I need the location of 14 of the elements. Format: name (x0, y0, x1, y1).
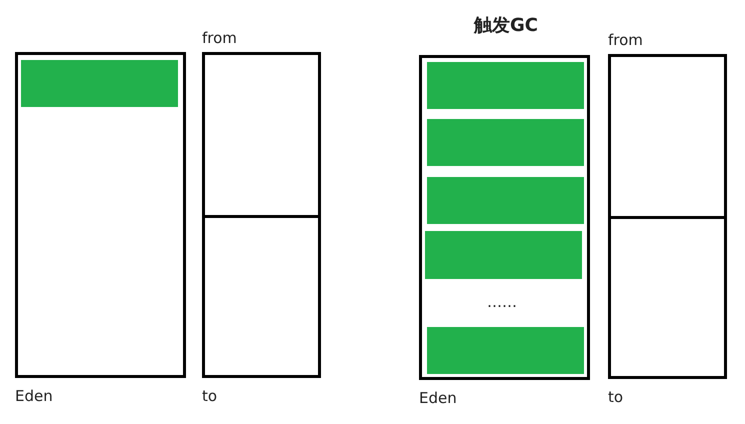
object-bar (425, 231, 582, 279)
region-label: from (608, 31, 643, 49)
region-label: from (202, 29, 237, 47)
region-label: Eden (419, 389, 457, 407)
region-label: to (202, 387, 218, 405)
title: 触发GC (474, 15, 538, 37)
object-bar (21, 60, 178, 107)
region-label: to (608, 388, 624, 406)
region-label: Eden (15, 387, 53, 405)
object-bar (427, 119, 584, 166)
ellipsis-text: …… (487, 293, 517, 311)
object-bar (427, 177, 584, 224)
object-bar (427, 62, 584, 109)
object-bar (427, 327, 584, 374)
